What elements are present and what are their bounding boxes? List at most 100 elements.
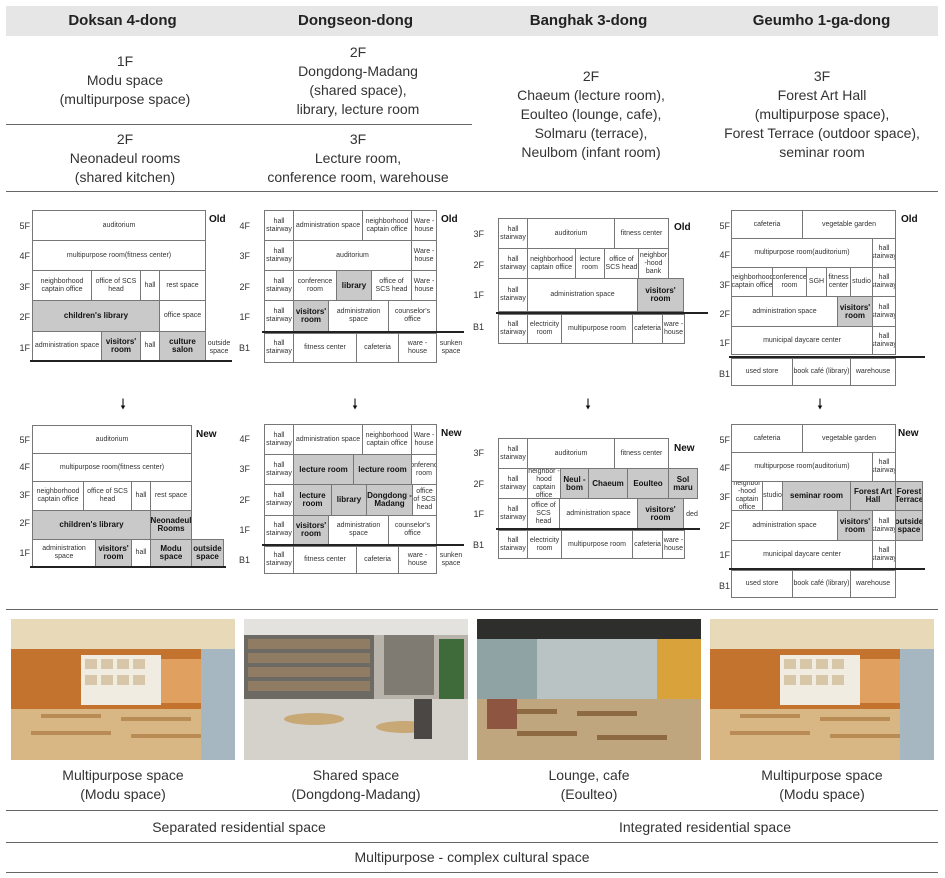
new-tag: New — [196, 429, 217, 440]
floor-label: 2F — [19, 518, 30, 528]
photo-dongdong-madang — [244, 619, 468, 760]
room: neighborhood captain office — [32, 481, 84, 511]
ground-line — [729, 568, 925, 570]
desc-geumho: 3F Forest Art Hall (multipurpose space),… — [704, 67, 940, 162]
desc-line: (multipurpose space), — [754, 106, 890, 122]
down-arrow-icon: 🠗 — [584, 396, 591, 412]
room: warehouse — [850, 570, 896, 598]
room: hall stairway — [264, 300, 294, 332]
room: hall stairway — [872, 238, 896, 268]
floor-label: 2F — [719, 521, 730, 531]
caption-line: (Dongdong-Madang) — [291, 786, 421, 802]
room-highlight: visitors' room — [101, 331, 141, 361]
room: ware -house — [662, 530, 685, 559]
new-tag: New — [441, 428, 462, 439]
room: vegetable garden — [802, 424, 896, 453]
caption-geumho: Multipurpose space (Modu space) — [707, 766, 937, 804]
footer-separated: Separated residential space — [152, 819, 326, 835]
floor-label: 5F — [719, 435, 730, 445]
divider — [6, 842, 938, 843]
new-tag: New — [898, 428, 919, 439]
room: hall stairway — [498, 278, 528, 312]
room: office of SCS head — [527, 498, 560, 529]
room-highlight: lecture room — [353, 454, 412, 485]
room-highlight: Neul -bom — [560, 468, 589, 499]
room-highlight: Chaeum — [588, 468, 628, 499]
floor-label: 5F — [19, 435, 30, 445]
room: multipurpose room — [561, 530, 633, 559]
desc-dongseon-top: 2F Dongdong-Madang (shared space), libra… — [240, 43, 476, 119]
floor-label: 4F — [19, 462, 30, 472]
desc-line: Forest Terrace (outdoor space), — [724, 125, 920, 141]
room-highlight: lecture room — [293, 454, 354, 485]
room: multipurpose room(fitness center) — [32, 240, 206, 271]
room: warehouse — [850, 358, 896, 386]
room: hall stairway — [264, 484, 294, 516]
room: sunken space — [437, 336, 465, 360]
room: auditorium — [32, 210, 206, 241]
room: hall — [131, 539, 151, 567]
floor-label: 1F — [719, 550, 730, 560]
room: cafeteria — [731, 210, 803, 239]
room: book café (library) — [792, 358, 851, 386]
room: hall stairway — [264, 454, 294, 485]
room: hall stairway — [264, 270, 294, 301]
floor-label: B1 — [238, 343, 250, 353]
desc-dongseon-bottom: 3F Lecture room, conference room, wareho… — [240, 130, 476, 187]
ground-line — [30, 360, 232, 362]
room: Ware -house — [411, 270, 437, 301]
room-highlight: outside space — [895, 510, 923, 541]
room: conference room — [411, 454, 437, 485]
floor-label: 1F — [719, 338, 730, 348]
room: ded — [684, 508, 700, 522]
room: hall stairway — [264, 515, 294, 545]
room-highlight: Dongdong -Madang — [366, 484, 413, 516]
floor-label: 1F — [473, 509, 484, 519]
column-title-banghak: Banghak 3-dong — [529, 12, 648, 29]
floor-label: 3F — [473, 229, 484, 239]
desc-line: 2F — [116, 131, 134, 147]
room: hall stairway — [498, 530, 528, 559]
room: rest space — [150, 481, 192, 511]
room: multipurpose room(fitness center) — [32, 453, 192, 482]
floor-label: 1F — [19, 343, 30, 353]
room: hall stairway — [872, 510, 896, 541]
room: fitness center — [614, 438, 669, 469]
desc-line: Lecture room, — [314, 150, 402, 166]
room: multipurpose room(auditorium) — [731, 452, 873, 482]
room: fitness center — [614, 218, 669, 249]
room: electricity room — [527, 314, 562, 344]
room: outside space — [206, 336, 232, 360]
photo-modu-space-2 — [710, 619, 934, 760]
room: office of SCS head — [412, 484, 437, 516]
divider — [6, 872, 938, 873]
ground-line — [729, 356, 925, 358]
room: municipal daycare center — [731, 326, 873, 355]
desc-line: Forest Art Hall — [777, 87, 867, 103]
room: neighbor -hood captain office — [731, 481, 763, 511]
desc-line: Eoulteo (lounge, cafe), — [520, 106, 662, 122]
down-arrow-icon: 🠗 — [119, 396, 126, 412]
room: neighborhood captain office — [32, 270, 92, 301]
old-tag: Old — [441, 214, 458, 225]
divider — [6, 609, 938, 610]
room: electricity room — [527, 530, 562, 559]
footer-multipurpose: Multipurpose - complex cultural space — [354, 849, 590, 865]
room-highlight: children's library — [32, 510, 151, 540]
room: conference room — [293, 270, 337, 301]
caption-doksan: Multipurpose space (Modu space) — [8, 766, 238, 804]
photo-eoulteo — [477, 619, 701, 760]
room: administration space — [293, 424, 363, 455]
room: hall — [140, 331, 160, 361]
room-highlight: library — [336, 270, 372, 301]
column-title-dongseon: Dongseon-dong — [298, 12, 413, 29]
floor-label: 2F — [239, 282, 250, 292]
desc-line: 3F — [813, 68, 831, 84]
room: hall stairway — [264, 546, 294, 574]
room: hall stairway — [498, 314, 528, 344]
room: ware -house — [398, 546, 437, 574]
room: hall stairway — [872, 296, 896, 327]
room: studio — [762, 481, 783, 511]
room: auditorium — [527, 218, 615, 249]
room: counselor's office — [388, 515, 437, 545]
